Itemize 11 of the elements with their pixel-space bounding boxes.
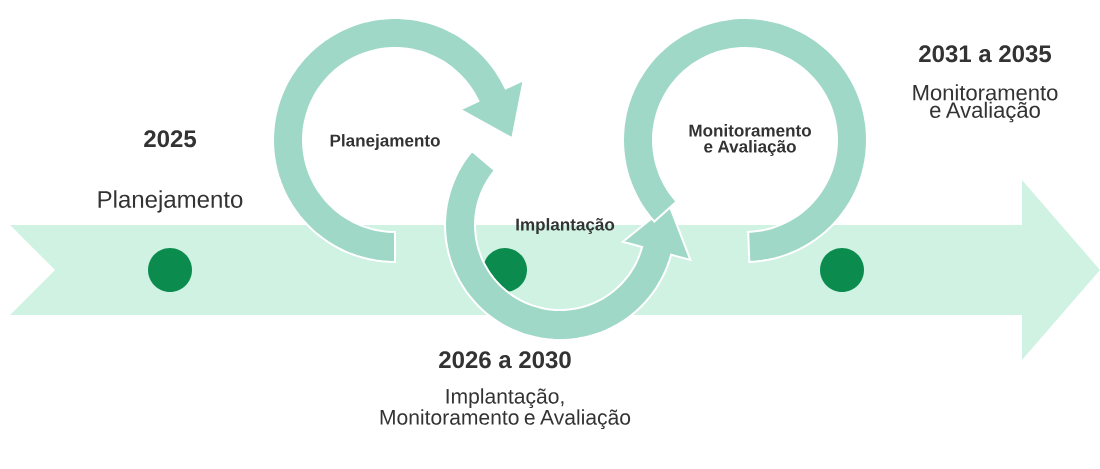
stage-label: Planejamento [330, 134, 440, 150]
year-label: 2025 [144, 130, 197, 148]
timeline-dot [820, 248, 864, 292]
stage-label: Implantação [516, 218, 615, 234]
stage-label: Monitoramento e Avaliação [689, 124, 811, 156]
year-label: 2031 a 2035 [919, 45, 1052, 63]
timeline-dot [148, 248, 192, 292]
phase-description: Planejamento [98, 190, 243, 213]
phase-description: Implantação, Monitoramento e Avaliação [380, 388, 631, 430]
year-label: 2026 a 2030 [439, 351, 571, 369]
phase-description: Monitoramento e Avaliação [913, 84, 1058, 123]
